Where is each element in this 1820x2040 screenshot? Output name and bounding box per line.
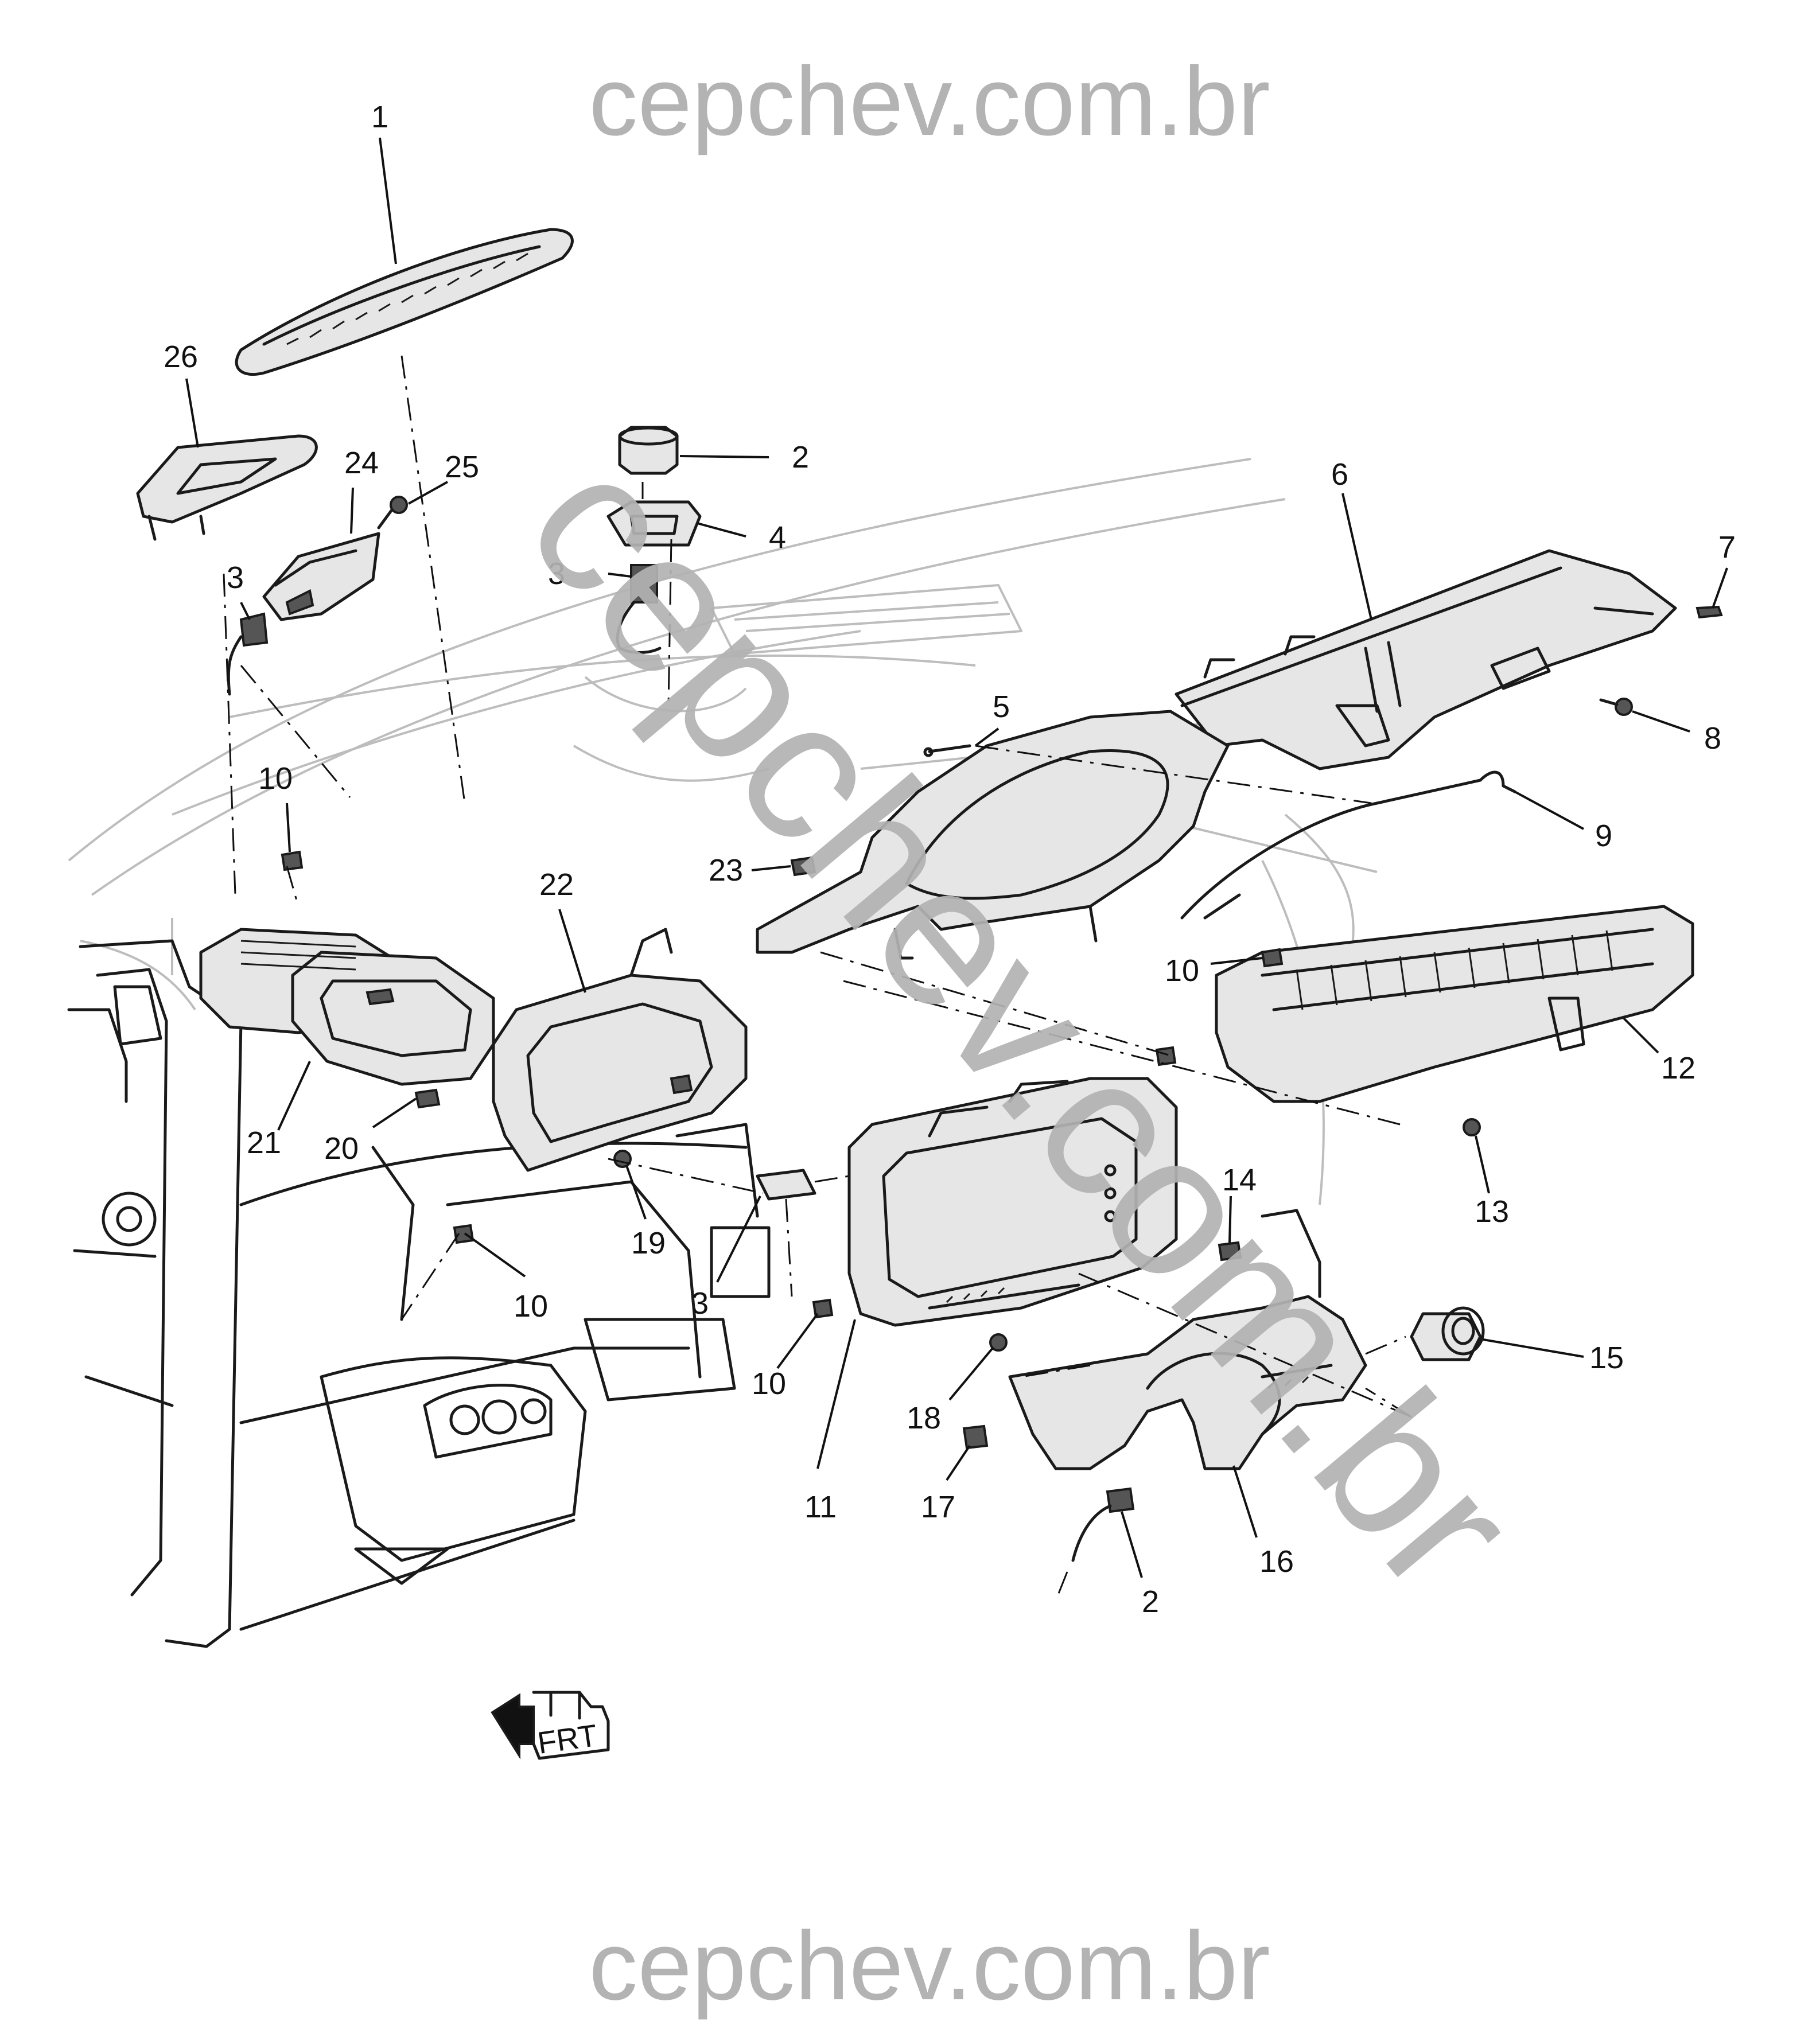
callout-11: 11 — [804, 1490, 837, 1524]
callout-13: 13 — [1475, 1194, 1509, 1229]
callout-22: 22 — [539, 867, 574, 902]
callout-23: 23 — [709, 853, 743, 887]
callout-10-top-left: 10 — [258, 761, 293, 796]
callout-20: 20 — [324, 1131, 359, 1166]
callout-3-center: 3 — [548, 556, 565, 591]
callout-1: 1 — [371, 100, 388, 134]
assembly-lines — [223, 355, 1412, 1418]
front-orientation-badge: FRT — [491, 1691, 610, 1761]
callout-10-right: 10 — [1165, 953, 1199, 988]
part-20-clip — [414, 1088, 441, 1109]
callout-8: 8 — [1704, 721, 1721, 756]
part-14-clip — [1218, 1241, 1242, 1262]
part-4-bezel — [606, 500, 702, 547]
callout-5: 5 — [993, 690, 1010, 724]
part-8-screw — [1599, 698, 1633, 716]
callout-21: 21 — [247, 1126, 281, 1160]
callout-24: 24 — [344, 446, 379, 480]
callout-4: 4 — [769, 520, 786, 555]
callout-26: 26 — [164, 340, 198, 374]
callout-3-left: 3 — [227, 560, 244, 595]
part-21-left-vent — [199, 928, 495, 1086]
front-badge-label: FRT — [535, 1718, 599, 1761]
part-10-fasteners — [281, 850, 1284, 1319]
part-18-screw — [989, 1333, 1008, 1352]
callout-15: 15 — [1589, 1341, 1624, 1375]
cluster-hood-bracket — [756, 710, 1230, 960]
front-arrow-icon — [491, 1693, 535, 1759]
part-19-screw — [613, 1150, 632, 1168]
part-6-upper-trim-panel — [1175, 549, 1677, 770]
part-25-screw — [377, 496, 408, 530]
callout-16: 16 — [1259, 1544, 1294, 1579]
callout-leaders — [185, 137, 1728, 1578]
part-23-clip — [790, 856, 816, 877]
callout-10-lower-left: 10 — [514, 1289, 548, 1323]
callout-10-lower-center: 10 — [752, 1367, 786, 1401]
callout-7: 7 — [1718, 530, 1736, 564]
callout-18: 18 — [907, 1401, 941, 1435]
part-24-sensor — [262, 532, 380, 621]
callout-17: 17 — [921, 1490, 955, 1524]
callout-19: 19 — [631, 1226, 666, 1260]
watermark-bottom: cepchev.com.br — [589, 1911, 1270, 2020]
callout-3-lower: 3 — [691, 1286, 709, 1321]
part-17-connector — [962, 1424, 989, 1450]
part-9-retainer-rod — [1180, 770, 1516, 920]
watermark-top: cepchev.com.br — [589, 47, 1270, 156]
part-13-screw — [1463, 1118, 1481, 1136]
callout-2-bottom: 2 — [1142, 1584, 1159, 1619]
part-16-steering-column-trim — [1008, 1209, 1367, 1470]
part-7-clip — [1695, 605, 1723, 619]
part-5-pin — [923, 744, 971, 757]
left-side-panel — [67, 939, 243, 1648]
callout-2-top: 2 — [792, 440, 809, 474]
callout-6: 6 — [1331, 457, 1348, 492]
part-2-sensor-top — [618, 426, 679, 475]
part-3-connector-left — [227, 612, 269, 696]
callout-labels: 1 26 24 25 2 4 3 3 6 7 8 5 9 10 23 22 10… — [164, 100, 1736, 1619]
lower-dashboard — [239, 1123, 771, 1631]
part-12-center-vent — [1215, 905, 1694, 1103]
part-26-speaker-grille — [136, 434, 318, 541]
part-11-instrument-cluster — [847, 1077, 1178, 1327]
part-2-connector-bottom — [1055, 1487, 1135, 1601]
part-3-connector-lower — [756, 1169, 816, 1201]
part-1-defroster-grille — [235, 228, 574, 376]
part-15-push-button — [1410, 1306, 1485, 1361]
part-3-connector-center — [616, 564, 662, 654]
callout-9: 9 — [1595, 819, 1612, 853]
part-22-center-vent-bezel — [492, 928, 748, 1172]
callout-14: 14 — [1222, 1163, 1257, 1197]
callout-12: 12 — [1661, 1051, 1695, 1085]
callout-25: 25 — [445, 450, 479, 484]
